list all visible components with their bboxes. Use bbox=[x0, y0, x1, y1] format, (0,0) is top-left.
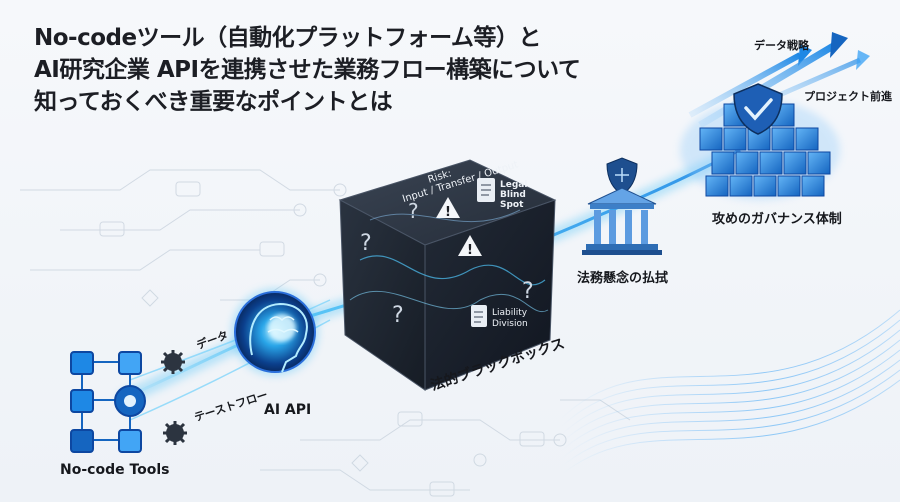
question-mark-icon: ? bbox=[522, 279, 534, 304]
page-title: No-codeツール（自動化プラットフォーム等）と AI研究企業 APIを連携さ… bbox=[34, 22, 581, 118]
question-mark-icon: ? bbox=[360, 231, 372, 256]
svg-text:!: ! bbox=[445, 205, 451, 220]
legal-blind-spot-label: Legal Blind Spot bbox=[500, 180, 528, 210]
svg-text:!: ! bbox=[467, 243, 473, 258]
project-progress-label: プロジェクト前進 bbox=[804, 90, 892, 103]
title-line-3: 知っておくべき重要なポイントとは bbox=[34, 89, 393, 115]
document-icon bbox=[477, 178, 495, 202]
document-icon bbox=[471, 305, 487, 327]
background-waves bbox=[559, 309, 900, 477]
legal-clearance-label: 法務懸念の払拭 bbox=[577, 271, 669, 286]
governance-label: 攻めのガバナンス体制 bbox=[712, 212, 842, 227]
governance-blocks-icon bbox=[680, 83, 840, 200]
warning-icon: ! bbox=[458, 235, 482, 258]
question-mark-icon: ? bbox=[392, 303, 404, 328]
question-mark-icon: ? bbox=[408, 199, 419, 223]
ai-api-label: AI API bbox=[264, 402, 312, 418]
title-line-1: No-codeツール（自動化プラットフォーム等）と bbox=[34, 25, 541, 51]
data-strategy-label: データ戦略 bbox=[754, 39, 809, 52]
courthouse-shield-icon bbox=[582, 157, 662, 255]
legal-black-box-cube: ? ? ? ? ! ! bbox=[338, 159, 557, 391]
ai-brain-icon bbox=[231, 288, 319, 376]
liability-division-label: Liability Division bbox=[492, 308, 528, 329]
nocode-tools-label: No-code Tools bbox=[60, 462, 170, 478]
warning-icon: ! bbox=[436, 197, 460, 220]
title-line-2: AI研究企業 APIを連携させた業務フロー構築について bbox=[34, 57, 581, 83]
nocode-tools-icon bbox=[70, 351, 146, 453]
gear-icon bbox=[161, 350, 187, 445]
